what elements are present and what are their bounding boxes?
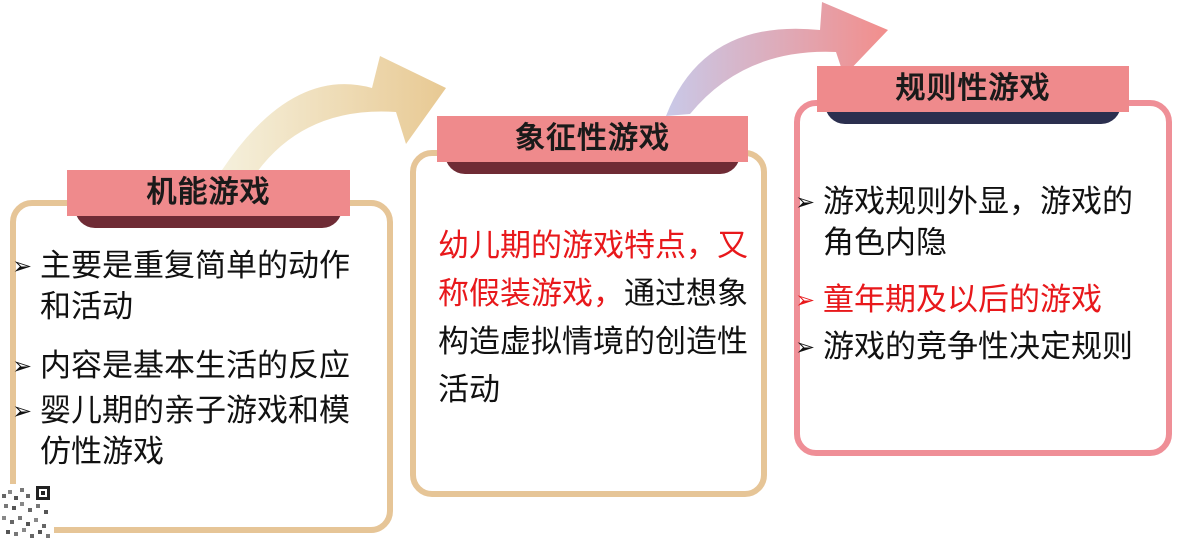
list-item: ➢ 游戏规则外显，游戏的角色内隐 — [795, 182, 1157, 264]
list-item: ➢ 婴儿期的亲子游戏和模仿性游戏 — [12, 391, 372, 473]
stage-title-symbolic: 象征性游戏 — [437, 116, 748, 176]
arrow-right-bullet-icon: ➢ — [795, 286, 816, 314]
curved-arrow-icon — [666, 2, 888, 116]
stage-title-rule: 规则性游戏 — [817, 66, 1129, 126]
stage-items-rule: ➢ 游戏规则外显，游戏的角色内隐 ➢ 童年期及以后的游戏 ➢ 游戏的竞争性决定规… — [795, 182, 1157, 368]
list-item: ➢ 童年期及以后的游戏 — [795, 280, 1157, 321]
stage-items-functional: ➢ 主要是重复简单的动作和活动 ➢ 内容是基本生活的反应 ➢ 婴儿期的亲子游戏和… — [12, 246, 372, 473]
stage-card-rule — [794, 100, 1172, 456]
arrow-right-bullet-icon: ➢ — [795, 188, 816, 216]
list-item-text: 婴儿期的亲子游戏和模仿性游戏 — [40, 393, 350, 470]
stage-title-label: 规则性游戏 — [817, 66, 1129, 112]
qr-code-icon — [0, 484, 54, 540]
list-item-text: 游戏的竞争性决定规则 — [823, 329, 1133, 365]
list-item-text: 童年期及以后的游戏 — [823, 282, 1102, 318]
stage-title-label: 机能游戏 — [67, 170, 350, 216]
arrow-right-bullet-icon: ➢ — [12, 397, 33, 425]
arrow-right-bullet-icon: ➢ — [12, 252, 33, 280]
arrow-right-bullet-icon: ➢ — [795, 333, 816, 361]
list-item-text: 游戏规则外显，游戏的角色内隐 — [823, 184, 1133, 261]
list-item-text: 内容是基本生活的反应 — [40, 348, 350, 384]
list-item: ➢ 游戏的竞争性决定规则 — [795, 327, 1157, 368]
stage-description-symbolic: 幼儿期的游戏特点，又称假装游戏，通过想象构造虚拟情境的创造性活动 — [438, 222, 748, 414]
stage-card-symbolic — [410, 150, 767, 497]
description-text: 通过想象构造虚拟情境的创造性活动 — [438, 276, 748, 408]
stage-title-functional: 机能游戏 — [67, 170, 350, 230]
list-item: ➢ 主要是重复简单的动作和活动 — [12, 246, 372, 328]
curved-arrow-icon — [222, 56, 446, 172]
list-item: ➢ 内容是基本生活的反应 — [12, 346, 372, 387]
highlight-text: 幼儿期的游戏特点，又称假装游戏， — [438, 228, 748, 312]
stage-title-label: 象征性游戏 — [437, 116, 748, 162]
list-item-text: 主要是重复简单的动作和活动 — [40, 248, 350, 325]
arrow-right-bullet-icon: ➢ — [12, 352, 33, 380]
